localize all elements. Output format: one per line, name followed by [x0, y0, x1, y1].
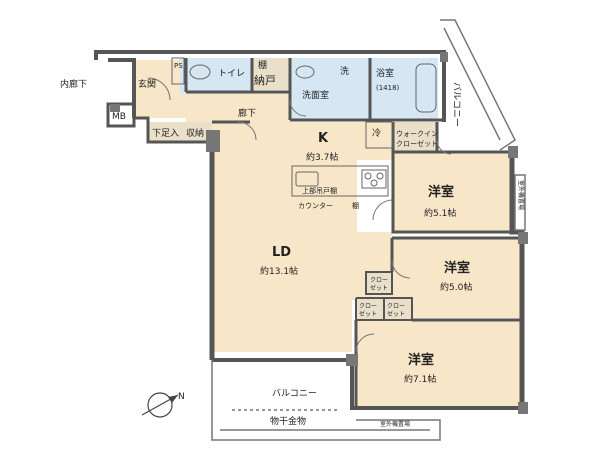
label-closet-c1: クロー	[387, 303, 405, 310]
walls	[94, 50, 525, 410]
hall-floor	[186, 92, 290, 122]
label-closet-c2: ゼット	[387, 310, 405, 318]
label-counter-shelf: 棚	[352, 201, 359, 210]
label-north: N	[178, 392, 185, 402]
room1-floor	[393, 152, 512, 232]
label-ld-area: 約13.1帖	[260, 265, 298, 277]
label-inner-corridor: 内廊下	[60, 78, 87, 90]
label-walkin-1: ウォークイン	[396, 130, 438, 138]
outer-wall-left-entry	[108, 58, 136, 118]
balcony-south-outline	[211, 360, 441, 441]
balconies	[211, 19, 526, 441]
label-shelf: 棚	[258, 59, 267, 71]
label-storage: 収納	[186, 127, 204, 139]
outer-wall-top	[94, 50, 446, 122]
label-mb: MB	[112, 112, 126, 122]
room3-floor	[356, 320, 522, 408]
label-laundry: 洗	[340, 65, 349, 77]
counter-icon	[291, 165, 389, 197]
bath-floor	[370, 58, 438, 120]
closet-b-floor	[356, 298, 384, 320]
label-balcony-south: バルコニー	[272, 388, 317, 399]
label-room2-area: 約5.0帖	[440, 281, 472, 293]
label-upper-cabinet: 上部吊戸棚	[302, 186, 337, 195]
label-walkin-2: クローゼット	[396, 139, 438, 148]
washroom-floor	[290, 58, 370, 120]
label-kitchen-area: 約3.7帖	[306, 151, 338, 163]
room2-floor	[392, 238, 522, 318]
walkin-floor	[393, 122, 437, 152]
outer-wall-south	[212, 358, 522, 410]
label-bath-size: (1418)	[376, 84, 400, 92]
balcony-east-inner	[443, 27, 501, 141]
wall-closets	[355, 297, 413, 321]
label-closet-b2: ゼット	[359, 310, 377, 318]
entrance-wall	[134, 116, 212, 144]
mb-box	[106, 102, 136, 128]
label-ld: LD	[272, 245, 291, 260]
doors	[147, 77, 452, 353]
wall-room1-west	[391, 152, 512, 234]
label-room1-area: 約5.1帖	[424, 207, 456, 219]
closet-a-floor	[366, 272, 392, 294]
entrance-floor	[134, 60, 186, 118]
toilet-icon	[189, 64, 211, 80]
ld-k-floor	[212, 122, 393, 352]
bathtub-icon	[415, 63, 437, 113]
label-shoe-storage: 下足入	[152, 128, 179, 139]
label-room2: 洋室	[444, 260, 470, 276]
floor-fills	[134, 58, 522, 408]
label-room3-area: 約7.1帖	[404, 373, 436, 385]
label-bathroom: 浴室	[376, 67, 394, 79]
ps-box	[171, 57, 185, 85]
label-outdoor-unit-bottom: 室外機置場	[380, 420, 410, 428]
stove-icon	[361, 169, 387, 189]
washbasin-icon	[295, 65, 315, 79]
label-room3: 洋室	[408, 352, 434, 368]
wall-closet-a	[365, 271, 393, 295]
outdoor-unit-east	[514, 174, 526, 231]
label-ps: PS	[174, 62, 183, 70]
sink-icon	[295, 171, 319, 187]
label-entrance: 玄関	[138, 78, 156, 90]
label-room1: 洋室	[428, 184, 454, 200]
north-compass-icon: N	[141, 392, 185, 418]
label-nando: 納戸	[254, 74, 276, 87]
label-counter: カウンター	[298, 201, 333, 210]
label-drying-rack: 物干金物	[270, 415, 306, 427]
closet-c-floor	[384, 298, 412, 320]
shoe-floor	[148, 122, 212, 142]
label-closet-b1: クロー	[359, 303, 377, 310]
label-balcony-east: バルコニー	[451, 82, 462, 127]
label-fridge: 冷	[372, 127, 381, 139]
balcony-east-outline	[440, 19, 516, 151]
kitchen-floor	[250, 122, 393, 160]
label-toilet: トイレ	[218, 69, 245, 79]
labels: 内廊下 玄関 MB 下足入 収納 PS トイレ 棚 納戸 洗 洗面室 浴室 (1…	[60, 59, 525, 428]
label-closet-a2: ゼット	[370, 284, 388, 292]
label-outdoor-unit-top: 室外機置場	[517, 180, 525, 210]
label-washroom: 洗面室	[302, 89, 329, 101]
fridge-icon	[365, 121, 393, 149]
label-kitchen: K	[318, 131, 329, 146]
label-hallway: 廊下	[238, 107, 256, 119]
columns	[110, 52, 528, 414]
nando-floor	[252, 58, 290, 90]
fixtures	[171, 57, 437, 197]
label-closet-a1: クロー	[370, 277, 388, 284]
